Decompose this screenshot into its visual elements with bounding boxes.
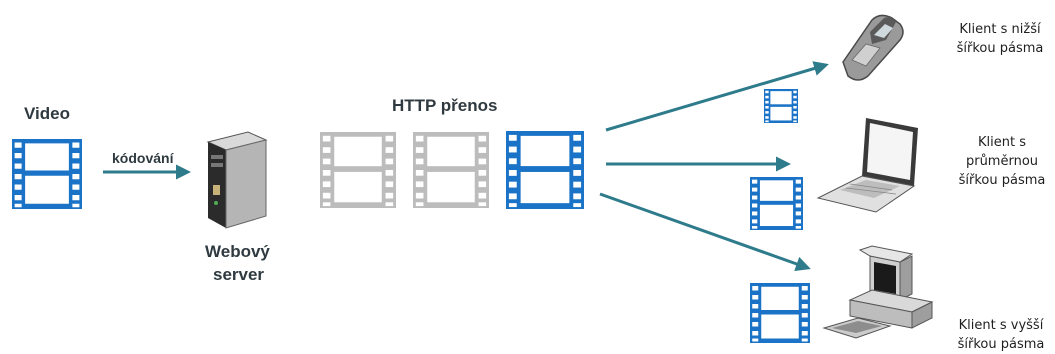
desktop-computer-icon [822,245,934,339]
arrow-to-low-client [605,61,829,132]
client-high-line1: Klient s vyšší [958,318,1044,333]
client-mid-label: Klient s průměrnou šířkou pásma [952,133,1052,190]
transfer-film-strip-gray-1 [320,132,396,208]
server-label-line1: Webový [205,242,270,261]
arrow-to-high-client [599,192,811,272]
transfer-film-strip-blue [506,131,584,209]
server-label-line2: server [213,265,265,284]
client-mid-line1: Klient s [978,135,1026,150]
server-icon [206,131,268,229]
transfer-film-strip-gray-2 [413,132,489,208]
encoding-label: kódování [112,150,174,166]
video-label: Video [24,104,70,123]
mid-bitrate-film-strip-icon [750,177,803,230]
client-low-label: Klient s nižší šířkou pásma [950,20,1050,58]
laptop-icon [816,118,918,213]
source-video-film-strip-icon [12,139,82,209]
high-bitrate-film-strip-icon [750,283,810,343]
client-mid-line2: průměrnou [965,154,1039,169]
mobile-phone-icon [842,14,904,81]
client-high-line2: šířkou pásma [957,337,1045,352]
transfer-label: HTTP přenos [392,96,498,115]
client-low-line2: šířkou pásma [956,41,1044,56]
low-bitrate-film-strip-icon [764,89,798,123]
client-high-label: Klient s vyšší šířkou pásma [950,316,1052,354]
client-mid-line3: šířkou pásma [958,173,1046,188]
client-low-line1: Klient s nižší [959,22,1041,37]
